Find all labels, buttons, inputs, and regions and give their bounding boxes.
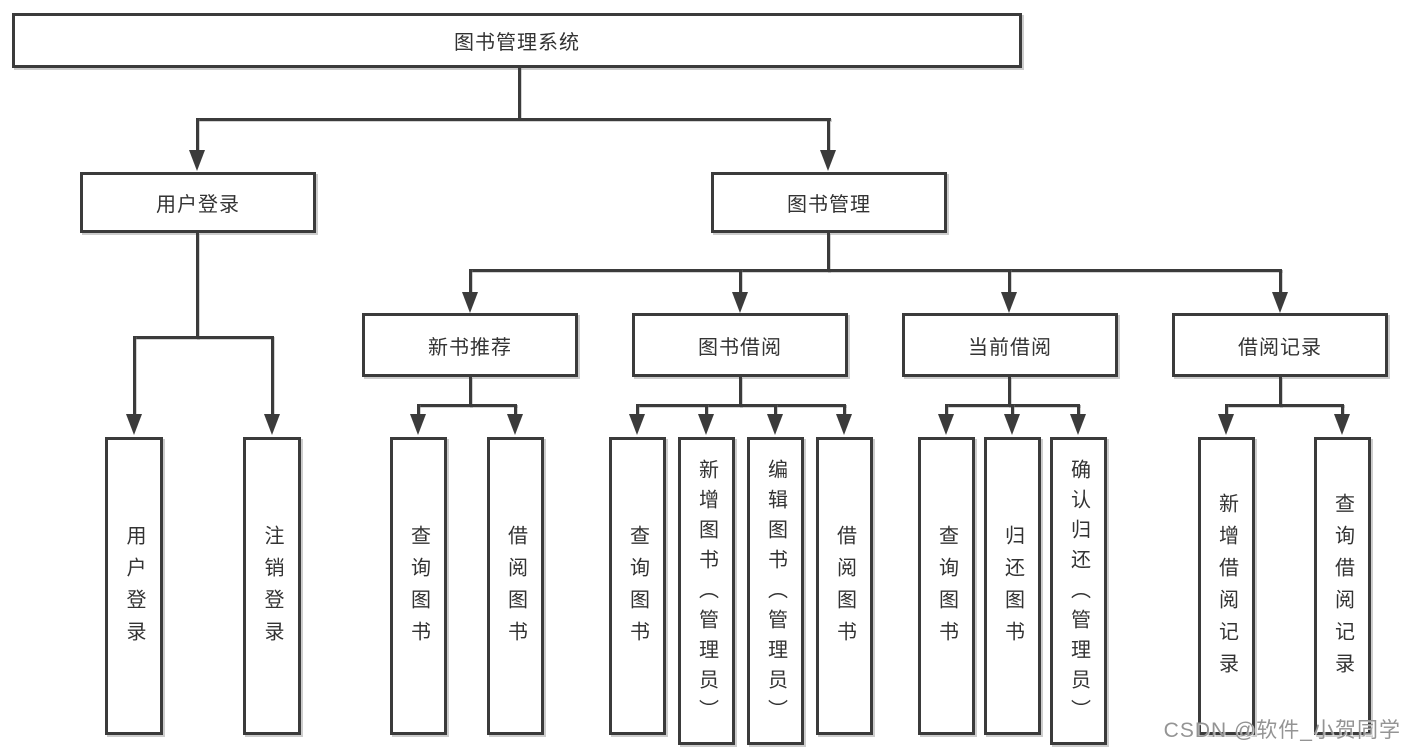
- node-root-label: 图书管理系统: [454, 32, 580, 54]
- arrow-down-icon: [189, 150, 205, 171]
- arrow-down-icon: [767, 414, 783, 435]
- node-book-management-label: 图书管理: [787, 194, 871, 216]
- leaf-add-books-admin: 新增图书（管理员）: [678, 437, 735, 745]
- connector-leaf-drop: [514, 404, 517, 416]
- arrow-down-icon: [410, 414, 426, 435]
- leaf-return-books-label: 归还图书: [1001, 525, 1024, 653]
- arrow-down-icon: [1334, 414, 1350, 435]
- arrow-down-icon: [1001, 292, 1017, 313]
- arrow-down-icon: [126, 414, 142, 435]
- connector-current-borrowing-stub: [1008, 377, 1011, 407]
- leaf-query-books-current: 查询图书: [918, 437, 975, 735]
- connector-leaf-drop: [843, 404, 846, 416]
- connector-book-borrowing-stub: [739, 377, 742, 407]
- connector-book-management-drop: [827, 118, 830, 152]
- connector-book-management-stub: [827, 233, 830, 272]
- leaf-confirm-return-admin-label: 确认归还（管理员）: [1067, 459, 1090, 729]
- connector-level3-rail: [469, 269, 1282, 272]
- leaf-borrow-books-label: 借阅图书: [833, 525, 856, 653]
- connector-new-book-rail: [417, 404, 517, 407]
- connector-book-borrowing-drop: [739, 269, 742, 295]
- connector-leaf-drop: [417, 404, 420, 416]
- leaf-query-books-recommend-label: 查询图书: [407, 525, 430, 653]
- connector-leaf-drop: [1341, 404, 1344, 416]
- arrow-down-icon: [732, 292, 748, 313]
- arrow-down-icon: [698, 414, 714, 435]
- connector-leaf-drop: [1011, 404, 1014, 416]
- node-borrowing-records-label: 借阅记录: [1238, 336, 1322, 359]
- leaf-query-books-borrowing-label: 查询图书: [626, 525, 649, 653]
- connector-level2-rail: [196, 118, 831, 121]
- connector-new-book-stub: [469, 377, 472, 407]
- watermark: CSDN @软件_小贺同学: [1163, 719, 1401, 742]
- leaf-add-books-admin-label: 新增图书（管理员）: [695, 459, 718, 729]
- leaf-borrow-books-recommend-label: 借阅图书: [504, 525, 527, 653]
- leaf-user-login-label: 用户登录: [123, 525, 145, 653]
- leaf-query-books-borrowing: 查询图书: [609, 437, 666, 735]
- leaf-add-borrow-record: 新增借阅记录: [1198, 437, 1255, 735]
- connector-borrowing-records-rail: [1225, 404, 1344, 407]
- connector-book-borrowing-rail: [636, 404, 846, 407]
- arrow-down-icon: [462, 292, 478, 313]
- connector-current-borrowing-drop: [1008, 269, 1011, 295]
- node-book-borrowing: 图书借阅: [632, 313, 848, 377]
- leaf-borrow-books: 借阅图书: [816, 437, 873, 735]
- node-user-login-label: 用户登录: [156, 194, 240, 216]
- arrow-down-icon: [629, 414, 645, 435]
- arrow-down-icon: [1218, 414, 1234, 435]
- arrow-down-icon: [1070, 414, 1086, 435]
- leaf-query-books-recommend: 查询图书: [390, 437, 447, 735]
- arrow-down-icon: [507, 414, 523, 435]
- node-book-borrowing-label: 图书借阅: [698, 336, 782, 359]
- arrow-down-icon: [1004, 414, 1020, 435]
- connector-new-book-drop: [469, 269, 472, 295]
- connector-user-login-stub: [196, 233, 199, 339]
- leaf-edit-books-admin-label: 编辑图书（管理员）: [764, 459, 787, 729]
- connector-leaf-drop: [1077, 404, 1080, 416]
- connector-root-stub: [518, 67, 521, 120]
- leaf-query-borrow-record: 查询借阅记录: [1314, 437, 1371, 735]
- leaf-query-borrow-record-label: 查询借阅记录: [1331, 493, 1354, 685]
- connector-leaf-drop: [636, 404, 639, 416]
- connector-leaf-drop: [945, 404, 948, 416]
- connector-user-login-rail: [133, 336, 273, 339]
- leaf-logout-label: 注销登录: [261, 525, 283, 653]
- connector-leaf-drop: [133, 336, 136, 416]
- arrow-down-icon: [1272, 292, 1288, 313]
- connector-leaf-drop: [271, 336, 274, 416]
- arrow-down-icon: [820, 150, 836, 171]
- leaf-confirm-return-admin: 确认归还（管理员）: [1050, 437, 1107, 745]
- leaf-query-books-current-label: 查询图书: [935, 525, 958, 653]
- arrow-down-icon: [938, 414, 954, 435]
- leaf-borrow-books-recommend: 借阅图书: [487, 437, 544, 735]
- node-root: 图书管理系统: [12, 13, 1022, 68]
- connector-leaf-drop: [705, 404, 708, 416]
- node-user-login: 用户登录: [80, 172, 316, 233]
- leaf-user-login: 用户登录: [105, 437, 163, 735]
- node-new-book-recommend-label: 新书推荐: [428, 336, 512, 359]
- leaf-add-borrow-record-label: 新增借阅记录: [1215, 493, 1238, 685]
- leaf-return-books: 归还图书: [984, 437, 1041, 735]
- leaf-edit-books-admin: 编辑图书（管理员）: [747, 437, 804, 745]
- connector-user-login-drop: [196, 118, 199, 152]
- node-book-management: 图书管理: [711, 172, 947, 233]
- node-new-book-recommend: 新书推荐: [362, 313, 578, 377]
- connector-borrowing-records-drop: [1279, 269, 1282, 295]
- leaf-logout: 注销登录: [243, 437, 301, 735]
- node-current-borrowing: 当前借阅: [902, 313, 1118, 377]
- connector-borrowing-records-stub: [1279, 377, 1282, 407]
- node-current-borrowing-label: 当前借阅: [968, 336, 1052, 359]
- node-borrowing-records: 借阅记录: [1172, 313, 1388, 377]
- connector-leaf-drop: [1225, 404, 1228, 416]
- connector-leaf-drop: [774, 404, 777, 416]
- arrow-down-icon: [264, 414, 280, 435]
- arrow-down-icon: [836, 414, 852, 435]
